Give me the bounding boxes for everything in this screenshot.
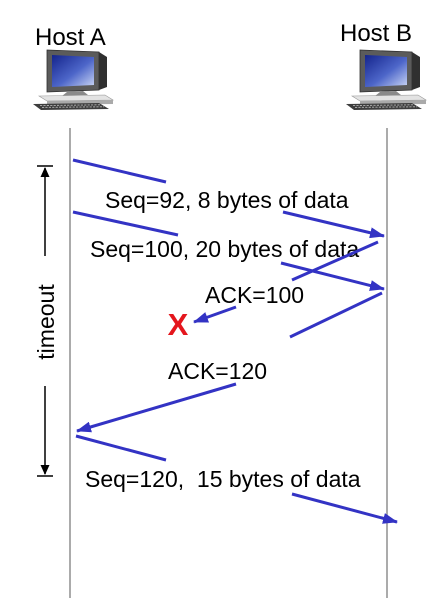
seq120-label: Seq=120, 15 bytes of data bbox=[85, 466, 361, 492]
host-b-label: Host B bbox=[340, 20, 412, 47]
seq92-arrow-line-start bbox=[72, 158, 167, 184]
packet-loss-marker: X bbox=[168, 307, 189, 342]
timeout-bracket: timeout bbox=[33, 165, 59, 477]
seq100-arrow-line-start bbox=[72, 210, 179, 237]
ack100-arrow-line-end bbox=[193, 305, 237, 324]
ack120-label: ACK=120 bbox=[168, 358, 267, 384]
seq92-arrow-line-end bbox=[282, 210, 385, 239]
message-ack120: ACK=120 bbox=[76, 291, 383, 433]
seq120-arrow-line-start bbox=[75, 434, 167, 462]
ack100-label: ACK=100 bbox=[205, 282, 304, 308]
message-ack100: ACK=100 X bbox=[168, 240, 379, 342]
host-a: Host A bbox=[32, 24, 114, 598]
message-seq92: Seq=92, 8 bytes of data bbox=[72, 158, 385, 239]
seq100-label: Seq=100, 20 bytes of data bbox=[90, 236, 359, 262]
host-a-label: Host A bbox=[35, 24, 106, 51]
seq120-arrow-line-end bbox=[291, 492, 398, 524]
seq100-arrow-line-end bbox=[280, 261, 385, 291]
ack120-arrow-line-start bbox=[289, 291, 383, 339]
timeout-label: timeout bbox=[33, 284, 59, 360]
ack120-arrow-line-end bbox=[76, 382, 237, 433]
message-seq120: Seq=120, 15 bytes of data bbox=[75, 434, 398, 524]
ack100-arrow-line-start bbox=[291, 240, 379, 282]
host-a-computer-icon bbox=[32, 49, 114, 111]
host-b-computer-icon bbox=[345, 49, 427, 111]
seq92-label: Seq=92, 8 bytes of data bbox=[105, 187, 349, 213]
message-seq100: Seq=100, 20 bytes of data bbox=[72, 210, 385, 291]
